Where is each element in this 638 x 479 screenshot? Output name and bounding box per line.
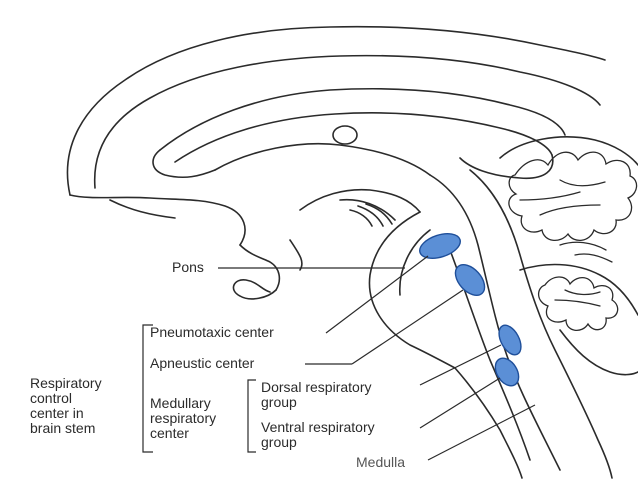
folia-upper — [508, 151, 638, 241]
hypothalamus — [239, 244, 281, 291]
cerebellum-folia — [508, 151, 638, 331]
infundibulum — [289, 239, 303, 271]
frontal-base — [69, 194, 246, 246]
leader-lines — [142, 255, 536, 461]
pituitary — [232, 279, 277, 300]
folia-lower — [537, 276, 619, 331]
dorsal-group-nucleus — [498, 324, 522, 356]
midbrain-top — [299, 188, 421, 213]
outer-bracket — [142, 324, 153, 453]
medulla-leader — [427, 404, 536, 461]
respiratory-nuclei — [419, 232, 522, 387]
cerebrum-outline — [66, 25, 606, 196]
pneumotaxic-leader — [325, 255, 429, 334]
dorsal-leader — [419, 344, 502, 386]
ventral-leader — [419, 377, 501, 429]
callosum-splenium — [459, 154, 554, 180]
brainstem-posterior — [469, 169, 613, 479]
midbrain-lines-1 — [349, 209, 373, 227]
corpus-callosum-upper — [159, 87, 566, 151]
cerebellum-bottom — [559, 329, 638, 376]
midbrain-lines-2 — [357, 205, 384, 227]
folia-mid — [559, 241, 613, 263]
label-medulla: Medulla — [356, 454, 406, 470]
pneumotaxic-nucleus — [419, 232, 461, 260]
frontal-fold — [109, 199, 176, 219]
label-medullary-respiratory-center: Medullary respiratory center — [150, 395, 217, 441]
inner-bracket — [247, 379, 256, 453]
brainstem-anterior — [454, 367, 523, 479]
corpus-callosum-lower — [174, 112, 553, 163]
aqueduct — [339, 198, 396, 221]
apneustic-nucleus — [454, 264, 486, 296]
thalamic-mass — [332, 125, 358, 145]
folia-lower-stem — [554, 289, 601, 307]
apneustic-leader-2 — [351, 289, 464, 365]
fornix — [214, 142, 431, 176]
ventral-group-nucleus — [494, 357, 520, 387]
label-pneumotaxic-center: Pneumotaxic center — [150, 324, 274, 340]
callosum-genu — [152, 149, 216, 178]
label-apneustic-center: Apneustic center — [150, 355, 255, 371]
label-dorsal-respiratory-group: Dorsal respiratory group — [261, 379, 372, 410]
label-pons: Pons — [172, 259, 204, 275]
cerebrum-inner-fold — [93, 54, 601, 189]
midbrain-lines-3 — [365, 203, 393, 225]
pons-outline — [368, 211, 456, 369]
label-ventral-respiratory-group: Ventral respiratory group — [261, 419, 375, 450]
label-respiratory-control-center: Respiratory control center in brain stem — [30, 375, 102, 436]
cerebellum-lower — [519, 263, 638, 316]
folia-upper-stem — [519, 179, 606, 216]
cerebellum-outer — [499, 136, 638, 166]
pons-inner — [399, 229, 431, 296]
